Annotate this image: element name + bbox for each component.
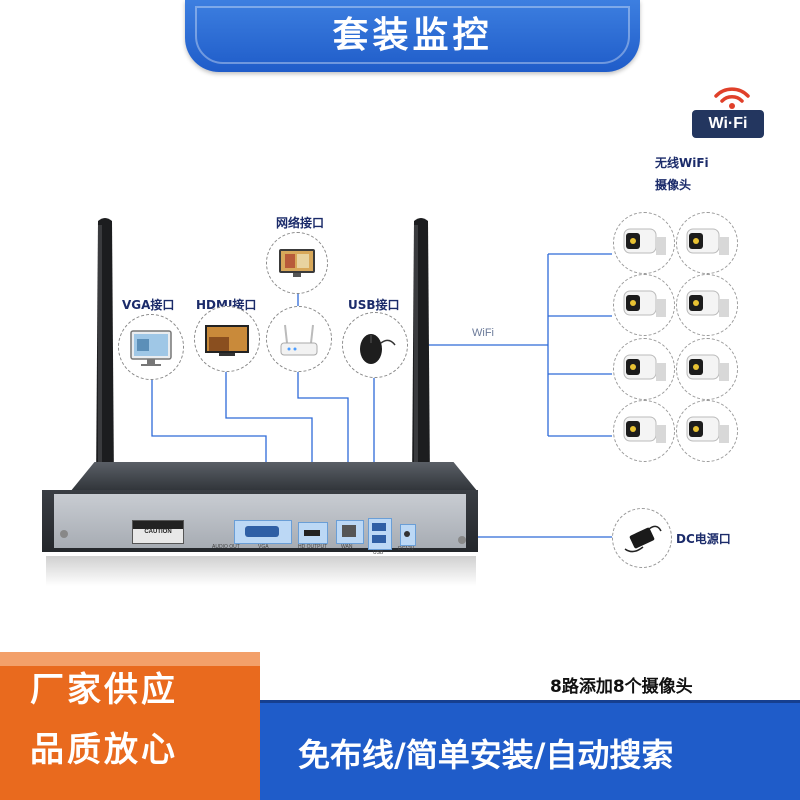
vga-port-highlight: [234, 520, 292, 544]
router-circle: [266, 306, 332, 372]
camera-4: [676, 274, 738, 336]
feature-text: 免布线/简单安装/自动搜索: [298, 736, 674, 774]
power-adapter-icon: [624, 525, 662, 553]
page-title: 套装监控: [332, 15, 493, 56]
feature-strip: [260, 703, 800, 800]
usb-port-highlight: [368, 518, 392, 550]
network-port-label: 网络接口: [276, 216, 325, 230]
hdmi-port-text: HD OUTPUT: [298, 544, 328, 550]
wan-port-text: WAN: [341, 544, 353, 550]
nvr-top: [70, 462, 478, 492]
camera-2: [676, 212, 738, 274]
monitor-icon: [279, 249, 315, 277]
vga-port-label: VGA接口: [122, 298, 175, 312]
wan-port: [342, 525, 356, 537]
promo-block: [0, 652, 260, 800]
dc-port-highlight: [400, 524, 416, 546]
camera-icon: [623, 290, 666, 317]
usb-mouse-circle: [342, 312, 408, 378]
dc-port: [404, 531, 410, 537]
camera-icon: [623, 354, 666, 381]
audio-port-text: AUDIO OUT: [212, 544, 240, 550]
hdmi-tv-circle: [194, 306, 260, 372]
vga-port-text: VGA: [258, 544, 269, 550]
wifi-icon: [714, 87, 750, 109]
vga-port: [245, 526, 279, 537]
camera-1: [613, 212, 675, 274]
caution-sticker: CAUTION: [132, 520, 184, 544]
network-monitor-circle: [266, 232, 328, 294]
hdmi-port: [304, 530, 320, 536]
usb-port-1: [372, 523, 386, 531]
wifi-camera-label: 无线WiFi 摄像头: [655, 152, 709, 196]
camera-3: [613, 274, 675, 336]
camera-icon: [686, 228, 729, 255]
promo-line-1: 厂家供应: [30, 670, 178, 710]
network-line: [297, 282, 349, 525]
mouse-icon: [360, 334, 396, 364]
router-icon: [280, 324, 318, 356]
wifi-camera-label-line2: 摄像头: [655, 178, 692, 192]
camera-icon: [686, 354, 729, 381]
camera-5: [613, 338, 675, 400]
dc-port-label: DC电源口: [676, 532, 731, 546]
wifi-label: WiFi: [472, 327, 494, 339]
camera-icon: [686, 290, 729, 317]
camera-count-caption: 8路添加8个摄像头: [550, 677, 693, 697]
top-banner-border: [195, 6, 630, 64]
camera-6: [676, 338, 738, 400]
wan-port-highlight: [336, 520, 364, 544]
usb-port-text: USB: [373, 550, 384, 556]
camera-icon: [686, 416, 729, 443]
usb-port-2: [372, 535, 386, 543]
vga-monitor-circle: [118, 314, 184, 380]
top-banner: 套装监控: [185, 0, 640, 72]
usb-port-label: USB接口: [348, 298, 400, 312]
promo-line-2: 品质放心: [30, 730, 178, 770]
monitor-icon: [130, 330, 172, 366]
nvr-reflection: [46, 556, 476, 586]
promo-highlight: [0, 652, 260, 666]
screw-right: [458, 536, 466, 544]
screw-left: [60, 530, 68, 538]
caution-text: CAUTION: [144, 529, 172, 535]
wifi-camera-label-line1: 无线WiFi: [655, 156, 709, 170]
dc-port-text: DC12V: [398, 546, 415, 552]
tv-icon: [205, 325, 249, 356]
wifi-badge: Wi·Fi: [692, 110, 764, 138]
hdmi-port-highlight: [298, 522, 328, 544]
camera-8: [676, 400, 738, 462]
dc-adapter-circle: [612, 508, 672, 568]
camera-7: [613, 400, 675, 462]
camera-icon: [623, 228, 666, 255]
camera-icon: [623, 416, 666, 443]
caution-sticker-top: [133, 521, 183, 529]
